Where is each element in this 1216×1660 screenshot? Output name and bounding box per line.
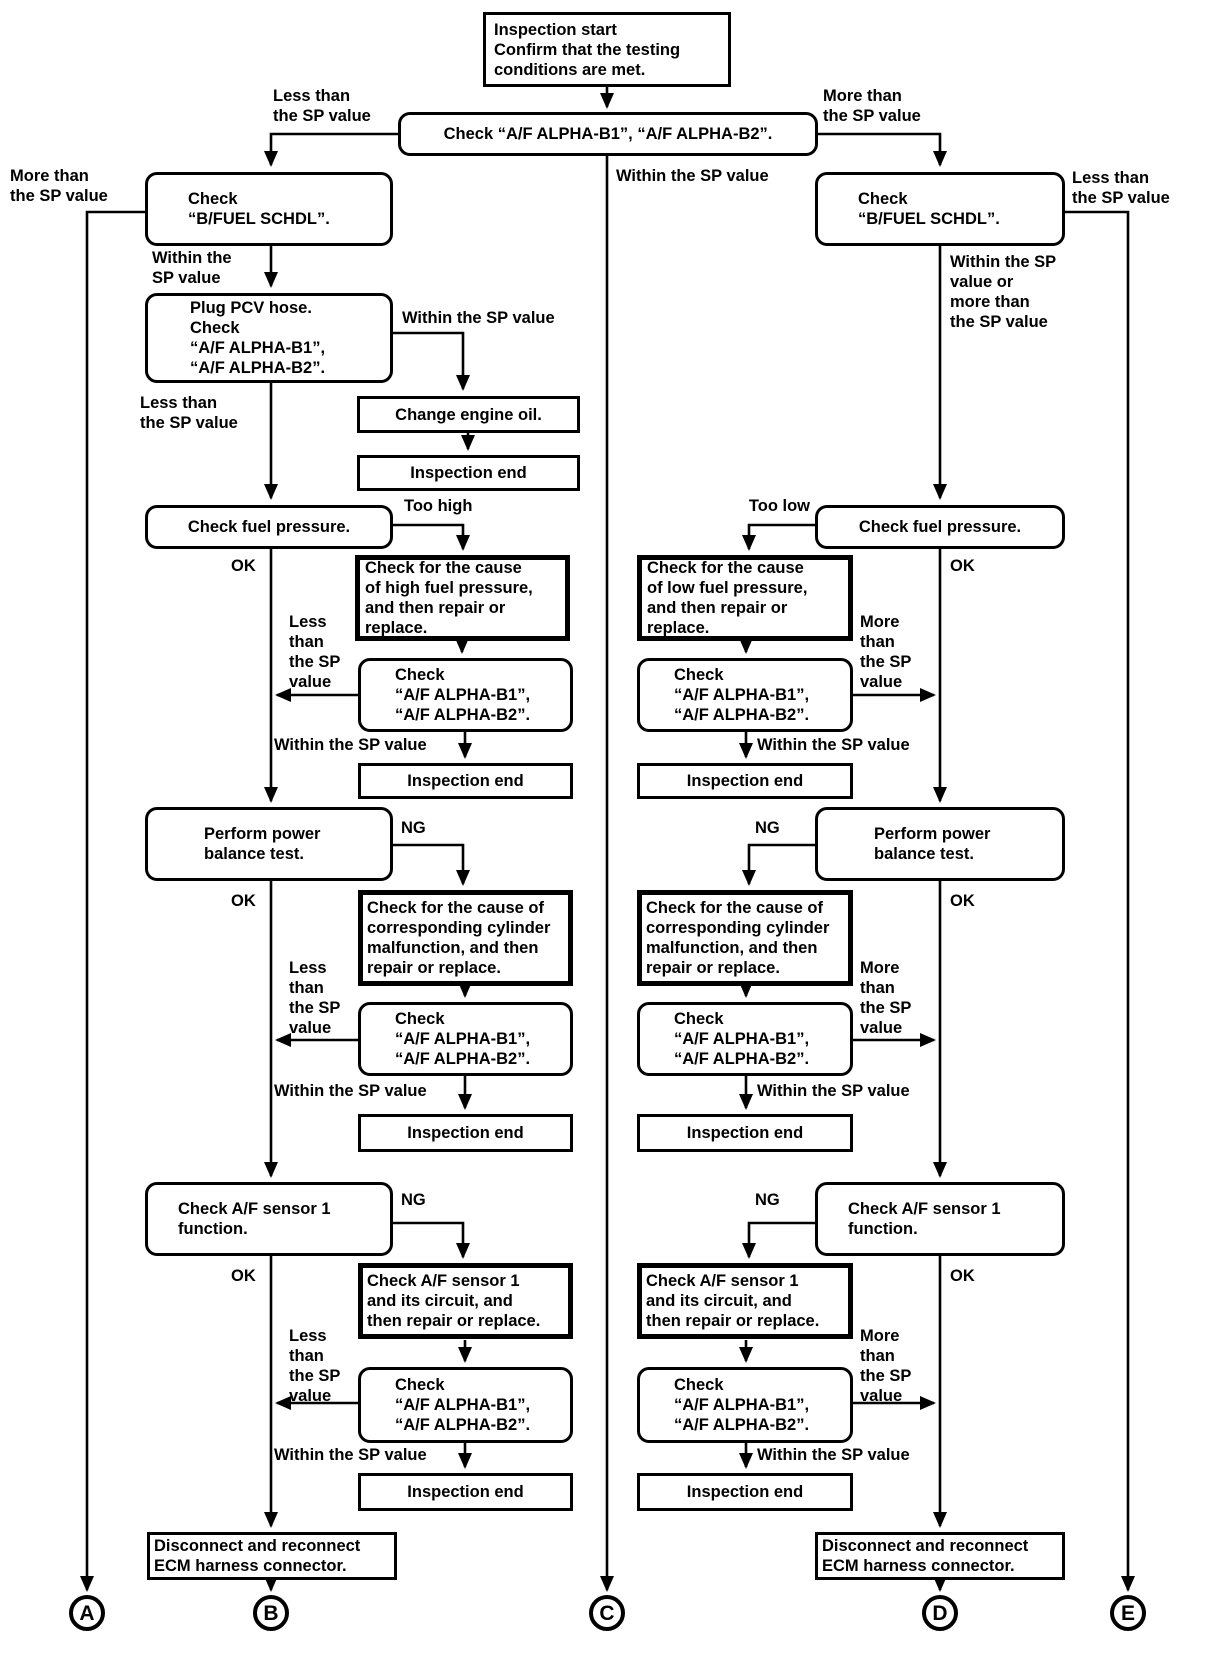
node-check-alpha-wide: Check “A/F ALPHA-B1”, “A/F ALPHA-B2”.	[398, 112, 818, 156]
label-ng-left-1: NG	[401, 819, 426, 837]
label-ok-right-3: OK	[950, 1267, 975, 1285]
node-inspection-end-2-left: Inspection end	[358, 763, 573, 799]
label-less-stack-2: Less than the SP value	[289, 959, 341, 1037]
label-within-right-3: Within the SP value	[757, 1446, 910, 1464]
connector-circle-e: E	[1110, 1595, 1146, 1631]
node-ecm-reconnect-left: Disconnect and reconnect ECM harness con…	[147, 1532, 397, 1580]
label-ok-left-1: OK	[231, 557, 256, 575]
connector-circle-c: C	[589, 1595, 625, 1631]
label-ng-right-1: NG	[755, 819, 780, 837]
node-inspection-end-3-right: Inspection end	[637, 1114, 853, 1152]
label-more-than-top-right: More than the SP value	[823, 87, 921, 125]
label-ok-right-2: OK	[950, 892, 975, 910]
node-inspection-start: Inspection start Confirm that the testin…	[483, 12, 731, 87]
connector-circle-d: D	[922, 1595, 958, 1631]
node-check-bfuel-left: Check “B/FUEL SCHDL”.	[145, 172, 393, 246]
label-within-pcv: Within the SP value	[402, 309, 555, 327]
label-more-stack-3: More than the SP value	[860, 1327, 912, 1405]
label-within-left-2: Within the SP value	[274, 1082, 427, 1100]
connector-circle-a: A	[69, 1595, 105, 1631]
node-cause-high-fuel-pressure: Check for the cause of high fuel pressur…	[355, 555, 570, 641]
node-check-fuel-pressure-right: Check fuel pressure.	[815, 505, 1065, 549]
node-power-balance-right: Perform power balance test.	[815, 807, 1065, 881]
label-less-stack-1: Less than the SP value	[289, 613, 341, 691]
node-check-alpha-left-3: Check “A/F ALPHA-B1”, “A/F ALPHA-B2”.	[358, 1367, 573, 1443]
node-check-alpha-left-2: Check “A/F ALPHA-B1”, “A/F ALPHA-B2”.	[358, 1002, 573, 1076]
label-within-right-1: Within the SP value	[757, 736, 910, 754]
label-ok-right-1: OK	[950, 557, 975, 575]
label-within-left-1: Within the SP value	[274, 736, 427, 754]
label-less-than-far-right: Less than the SP value	[1072, 169, 1170, 207]
node-sensor-circuit-right: Check A/F sensor 1 and its circuit, and …	[637, 1263, 853, 1339]
label-more-than-far-left: More than the SP value	[10, 167, 108, 205]
node-check-alpha-right-1: Check “A/F ALPHA-B1”, “A/F ALPHA-B2”.	[637, 658, 853, 732]
node-ecm-reconnect-right: Disconnect and reconnect ECM harness con…	[815, 1532, 1065, 1580]
node-cause-cylinder-right: Check for the cause of corresponding cyl…	[637, 890, 853, 986]
node-inspection-end-4-left: Inspection end	[358, 1473, 573, 1511]
label-ok-left-2: OK	[231, 892, 256, 910]
node-sensor-function-right: Check A/F sensor 1 function.	[815, 1182, 1065, 1256]
node-check-alpha-right-3: Check “A/F ALPHA-B1”, “A/F ALPHA-B2”.	[637, 1367, 853, 1443]
node-plug-pcv: Plug PCV hose. Check “A/F ALPHA-B1”, “A/…	[145, 293, 393, 383]
label-within-left-3: Within the SP value	[274, 1446, 427, 1464]
connector-circle-b: B	[253, 1595, 289, 1631]
node-check-fuel-pressure-left: Check fuel pressure.	[145, 505, 393, 549]
node-change-engine-oil: Change engine oil.	[357, 396, 580, 433]
node-check-bfuel-right: Check “B/FUEL SCHDL”.	[815, 172, 1065, 246]
label-more-stack-1: More than the SP value	[860, 613, 912, 691]
node-inspection-end-2-right: Inspection end	[637, 763, 853, 799]
label-within-right-2: Within the SP value	[757, 1082, 910, 1100]
node-sensor-circuit-left: Check A/F sensor 1 and its circuit, and …	[358, 1263, 573, 1339]
node-sensor-function-left: Check A/F sensor 1 function.	[145, 1182, 393, 1256]
label-less-than-pcv: Less than the SP value	[140, 394, 238, 432]
node-check-alpha-right-2: Check “A/F ALPHA-B1”, “A/F ALPHA-B2”.	[637, 1002, 853, 1076]
label-less-stack-3: Less than the SP value	[289, 1327, 341, 1405]
label-more-stack-2: More than the SP value	[860, 959, 912, 1037]
label-less-than-top-left: Less than the SP value	[273, 87, 371, 125]
node-inspection-end-3-left: Inspection end	[358, 1114, 573, 1152]
label-ng-left-2: NG	[401, 1191, 426, 1209]
node-cause-low-fuel-pressure: Check for the cause of low fuel pressure…	[637, 555, 853, 641]
node-inspection-end-1: Inspection end	[357, 455, 580, 491]
label-within-center: Within the SP value	[616, 167, 769, 185]
label-within-left: Within the SP value	[152, 249, 232, 287]
node-inspection-end-4-right: Inspection end	[637, 1473, 853, 1511]
label-ng-right-2: NG	[755, 1191, 780, 1209]
node-check-alpha-left-1: Check “A/F ALPHA-B1”, “A/F ALPHA-B2”.	[358, 658, 573, 732]
label-too-low: Too low	[748, 497, 810, 515]
label-ok-left-3: OK	[231, 1267, 256, 1285]
node-power-balance-left: Perform power balance test.	[145, 807, 393, 881]
node-cause-cylinder-left: Check for the cause of corresponding cyl…	[358, 890, 573, 986]
label-within-or-more-right: Within the SP value or more than the SP …	[950, 253, 1057, 331]
label-too-high: Too high	[404, 497, 473, 515]
